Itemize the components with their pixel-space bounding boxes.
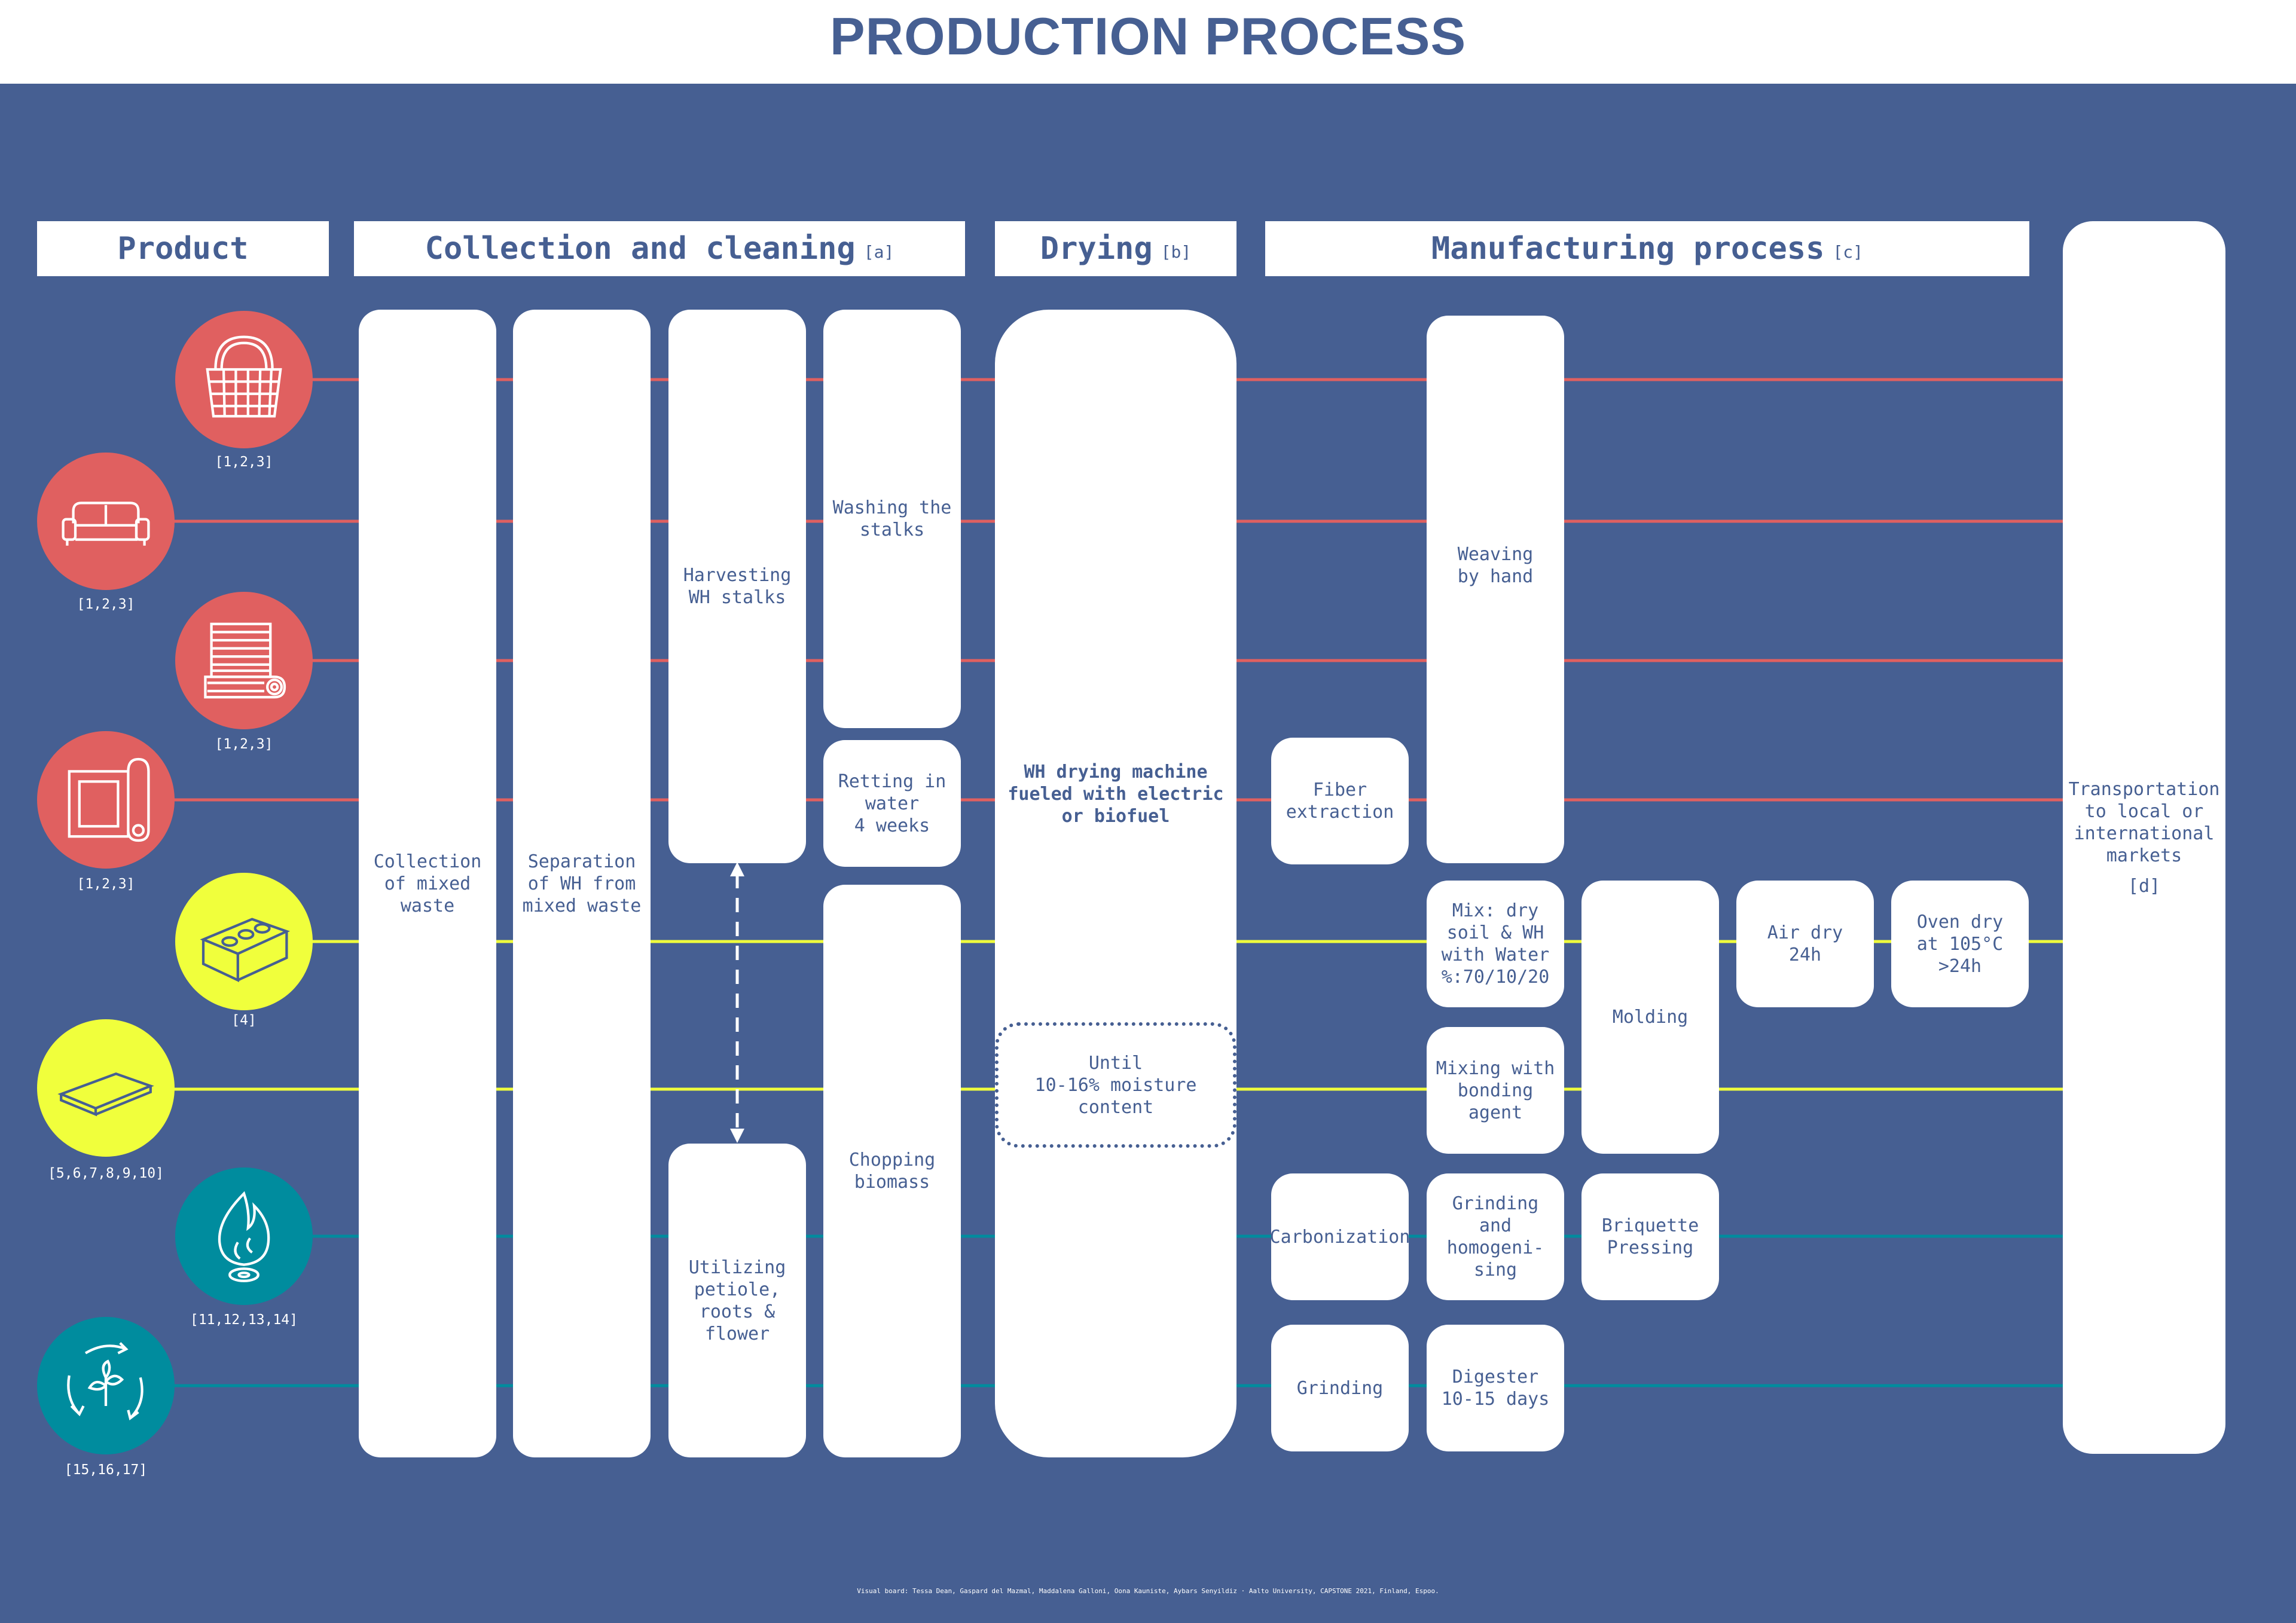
step-fiber-label: Fiber extraction [1286, 780, 1394, 823]
step-molding: Molding [1581, 881, 1719, 1154]
stage-ref-manufacturing: [c] [1833, 242, 1864, 262]
product-basket [175, 311, 313, 448]
step-harvesting-label: Harvesting WH stalks [683, 565, 792, 608]
board-panel-icon [57, 1072, 154, 1117]
product-ref-board-panel: [5,6,7,8,9,10] [48, 1166, 164, 1181]
step-washing-label: Washing the stalks [832, 497, 952, 540]
arrow-head-down [730, 1129, 744, 1143]
product-ref-compost: [15,16,17] [64, 1462, 148, 1478]
product-ref-basket: [1,2,3] [215, 454, 273, 470]
product-ref-brick: [4] [231, 1013, 257, 1028]
product-ref-sofa: [1,2,3] [77, 597, 135, 612]
step-utilizing-label: Utilizing petiole, roots & flower [688, 1257, 786, 1344]
product-board-panel [37, 1019, 175, 1157]
stage-header-drying: Drying [b] [995, 221, 1236, 276]
arrow-head-up [730, 862, 744, 876]
step-mix-soil-label: Mix: dry soil & WH with Water %:70/10/20 [1441, 900, 1550, 988]
step-molding-label: Molding [1612, 1007, 1689, 1028]
step-chopping-label: Chopping biomass [848, 1150, 936, 1193]
step-drying-machine: WH drying machine fueled with electric o… [995, 310, 1236, 1457]
step-collection: Collection of mixed waste [359, 310, 496, 1457]
step-separation-label: Separation of WH from mixed waste [522, 851, 642, 916]
product-rolled-mat [175, 592, 313, 729]
step-separation: Separation of WH from mixed waste [513, 310, 651, 1457]
step-air-dry: Air dry 24h [1736, 881, 1874, 1007]
stage-header-product: Product [37, 221, 329, 276]
step-moisture-target: Until 10-16% moisture content [995, 1022, 1236, 1148]
step-mixing-bonding-label: Mixing with bonding agent [1436, 1057, 1555, 1123]
paper-roll-icon [68, 757, 150, 842]
step-transport: Transportation to local or international… [2063, 221, 2225, 1454]
basket-icon [206, 335, 282, 418]
product-biofuel [175, 1167, 313, 1305]
step-carbonization: Carbonization [1269, 1173, 1410, 1300]
product-ref-biofuel: [11,12,13,14] [190, 1312, 298, 1328]
step-oven-dry-label: Oven dry at 105°C >24h [1916, 911, 2004, 977]
step-oven-dry: Oven dry at 105°C >24h [1891, 881, 2029, 1007]
stage-header-collection: Collection and cleaning [a] [354, 221, 965, 276]
step-carbonization-label: Carbonization [1269, 1226, 1410, 1248]
page-title: PRODUCTION PROCESS [829, 7, 1467, 66]
product-sofa [37, 453, 175, 590]
stage-ref-collection: [a] [863, 242, 894, 262]
product-brick [175, 873, 313, 1010]
stage-ref-drying: [b] [1161, 242, 1192, 262]
step-harvesting: Harvesting WH stalks [668, 310, 806, 863]
brick-icon [200, 918, 291, 982]
step-transport-label: Transportation to local or international… [2068, 778, 2220, 866]
header: PRODUCTION PROCESS [0, 0, 2296, 84]
product-ref-rolled-mat: [1,2,3] [215, 736, 273, 752]
product-ref-paper-roll: [1,2,3] [77, 876, 135, 892]
stage-header-manufacturing: Manufacturing process [c] [1265, 221, 2029, 276]
step-transport-ref: [d] [2127, 875, 2161, 897]
step-mix-soil: Mix: dry soil & WH with Water %:70/10/20 [1427, 881, 1564, 1007]
step-grinding-homog-label: Grinding and homogeni- sing [1446, 1193, 1544, 1280]
stage-title-collection: Collection and cleaning [425, 231, 856, 267]
step-digester-label: Digester 10-15 days [1441, 1367, 1550, 1410]
step-air-dry-label: Air dry 24h [1767, 922, 1843, 965]
stage-title-drying: Drying [1040, 231, 1153, 267]
step-drying-machine-label: WH drying machine fueled with electric o… [1007, 761, 1224, 827]
step-weaving: Weaving by hand [1427, 316, 1564, 863]
credits-footer: Visual board: Tessa Dean, Gaspard del Ma… [857, 1587, 1439, 1595]
step-digester: Digester 10-15 days [1427, 1325, 1564, 1451]
step-fiber-extraction: Fiber extraction [1271, 738, 1409, 864]
product-compost [37, 1317, 175, 1454]
step-utilizing: Utilizing petiole, roots & flower [668, 1144, 806, 1457]
step-washing: Washing the stalks [823, 310, 961, 728]
step-mixing-bonding: Mixing with bonding agent [1427, 1027, 1564, 1154]
step-retting: Retting in water 4 weeks [823, 740, 961, 867]
step-collection-label: Collection of mixed waste [373, 851, 482, 916]
step-retting-label: Retting in water 4 weeks [838, 771, 947, 836]
step-grinding-label: Grinding [1296, 1377, 1384, 1399]
step-grinding-homogenising: Grinding and homogeni- sing [1427, 1173, 1564, 1300]
step-weaving-label: Weaving by hand [1457, 544, 1534, 587]
stage-title-product: Product [117, 231, 249, 267]
step-briquette-label: Briquette Pressing [1601, 1215, 1699, 1258]
recycle-plant-icon [67, 1342, 144, 1421]
stage-title-manufacturing: Manufacturing process [1431, 231, 1825, 267]
step-briquette-pressing: Briquette Pressing [1581, 1173, 1719, 1300]
flame-icon [218, 1191, 270, 1282]
rolled-mat-icon [204, 622, 286, 699]
step-grinding: Grinding [1271, 1325, 1409, 1451]
product-paper-roll [37, 731, 175, 869]
step-chopping: Chopping biomass [823, 885, 961, 1457]
sofa-icon [62, 502, 150, 546]
step-moisture-label: Until 10-16% moisture content [1034, 1052, 1197, 1118]
